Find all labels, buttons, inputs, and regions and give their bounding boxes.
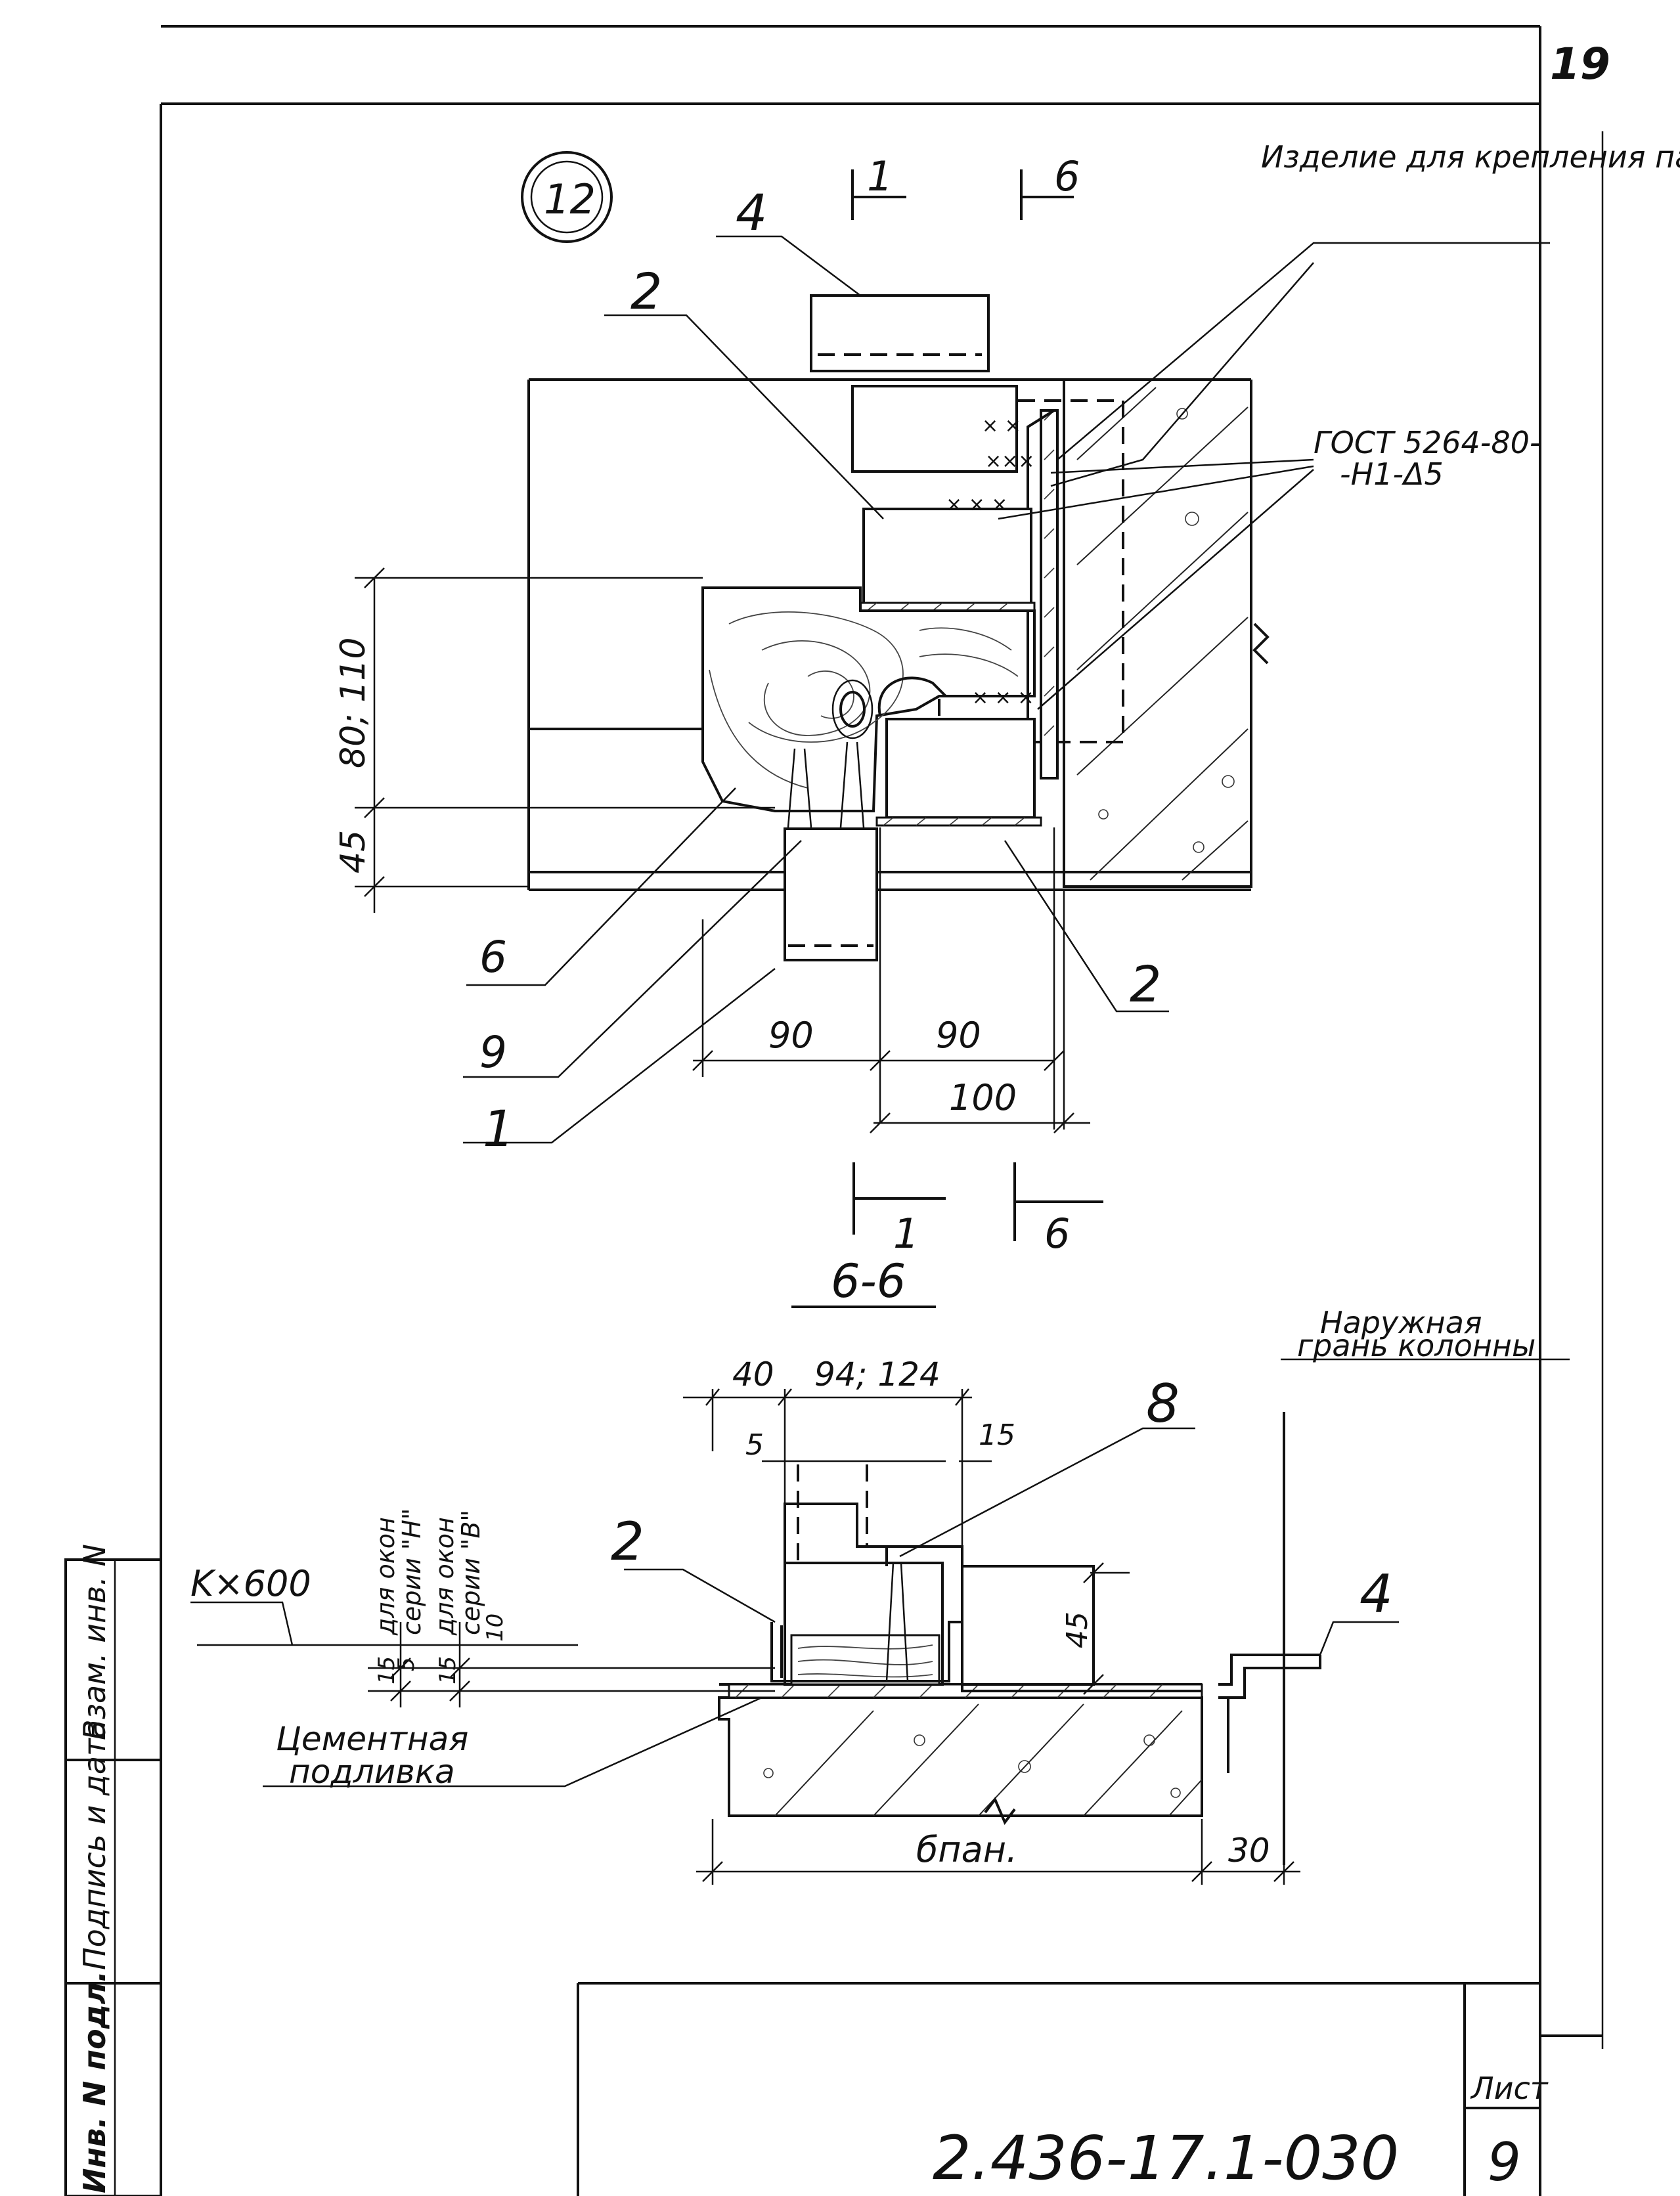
callout-1: 1 [483, 1099, 514, 1158]
dim-width-left: 90 [768, 1015, 814, 1056]
dim-height-lower: 45 [334, 830, 373, 873]
detail-12: × × ××× × × × × × × [355, 151, 1550, 1241]
page-number: 19 [1550, 39, 1610, 89]
vert-label-2b: серии "В" [456, 1510, 485, 1635]
stamp-col1: Взам. инв. N [77, 1544, 112, 1740]
weld-marks-1: × × [982, 414, 1021, 437]
callout-2-top: 2 [630, 262, 662, 320]
title-block [577, 1982, 1540, 2196]
dim-45: 45 [1061, 1612, 1094, 1648]
detail-number: 12 [544, 175, 596, 223]
callout-4-section: 4 [1359, 1564, 1393, 1625]
vert-label-1a: для окон [371, 1517, 400, 1636]
dim-height-upper: 80; 110 [334, 638, 373, 768]
sheet-label: Лист [1470, 2071, 1549, 2106]
side-stamp [64, 1558, 162, 2196]
stamp-col2: Подпись и дата [77, 1720, 112, 1970]
sheet-number: 9 [1488, 2132, 1521, 2193]
dim-5: 5 [745, 1428, 764, 1462]
note-face-1: Наружная [1320, 1305, 1482, 1340]
callout-2-bottom: 2 [1130, 955, 1161, 1013]
dim-30: 30 [1228, 1832, 1270, 1870]
dim-10: 10 [482, 1614, 508, 1642]
section-mark-6-bottom: 6 [1044, 1210, 1070, 1258]
weld-marks-3: × × × [946, 493, 1007, 516]
callout-8-section: 8 [1146, 1373, 1180, 1434]
callout-6: 6 [479, 932, 507, 982]
note-grout-2: подливка [289, 1753, 455, 1791]
section-title: 6-6 [831, 1254, 906, 1308]
dim-width-mid: 90 [936, 1015, 981, 1056]
dim-15-a: 15 [374, 1656, 400, 1684]
section-6-6 [190, 1306, 1570, 1885]
dim-15-top: 15 [979, 1418, 1015, 1452]
note-grout-1: Цементная [276, 1720, 468, 1758]
vert-label-2a: для окон [430, 1517, 459, 1636]
doc-code: 2.436-17.1-030 [933, 2123, 1399, 2193]
dim-5-side: 5 [393, 1657, 420, 1671]
weld-marks-4: × × × [972, 686, 1034, 709]
note-kx600: K×600 [190, 1563, 311, 1604]
dim-width-bottom: 100 [949, 1077, 1017, 1118]
vert-label-1b: серии "Н" [397, 1508, 426, 1635]
dim-b-pan: бпан. [916, 1829, 1017, 1870]
stamp-col3: Инв. N подл. [77, 1971, 112, 2193]
note-weld-2: -Н1-Δ5 [1340, 456, 1444, 492]
dim-40: 40 [732, 1355, 774, 1394]
note-face-2: грань колонны [1297, 1328, 1536, 1363]
section-mark-1-top: 1 [867, 152, 893, 200]
note-weld-1: ГОСТ 5264-80- [1314, 425, 1540, 460]
note-item: Изделие для крепления панелей [1261, 139, 1680, 175]
callout-9: 9 [479, 1027, 507, 1078]
weld-marks-2: ××× [985, 450, 1034, 473]
callout-2-section: 2 [611, 1511, 644, 1572]
dim-15-b: 15 [435, 1656, 461, 1684]
note-item-line: Изделие для крепления панелей [1261, 139, 1680, 175]
section-mark-1-bottom: 1 [893, 1210, 919, 1258]
dim-94-124: 94; 124 [814, 1355, 940, 1394]
callout-4-top: 4 [736, 183, 767, 242]
section-mark-6-top: 6 [1054, 152, 1080, 200]
